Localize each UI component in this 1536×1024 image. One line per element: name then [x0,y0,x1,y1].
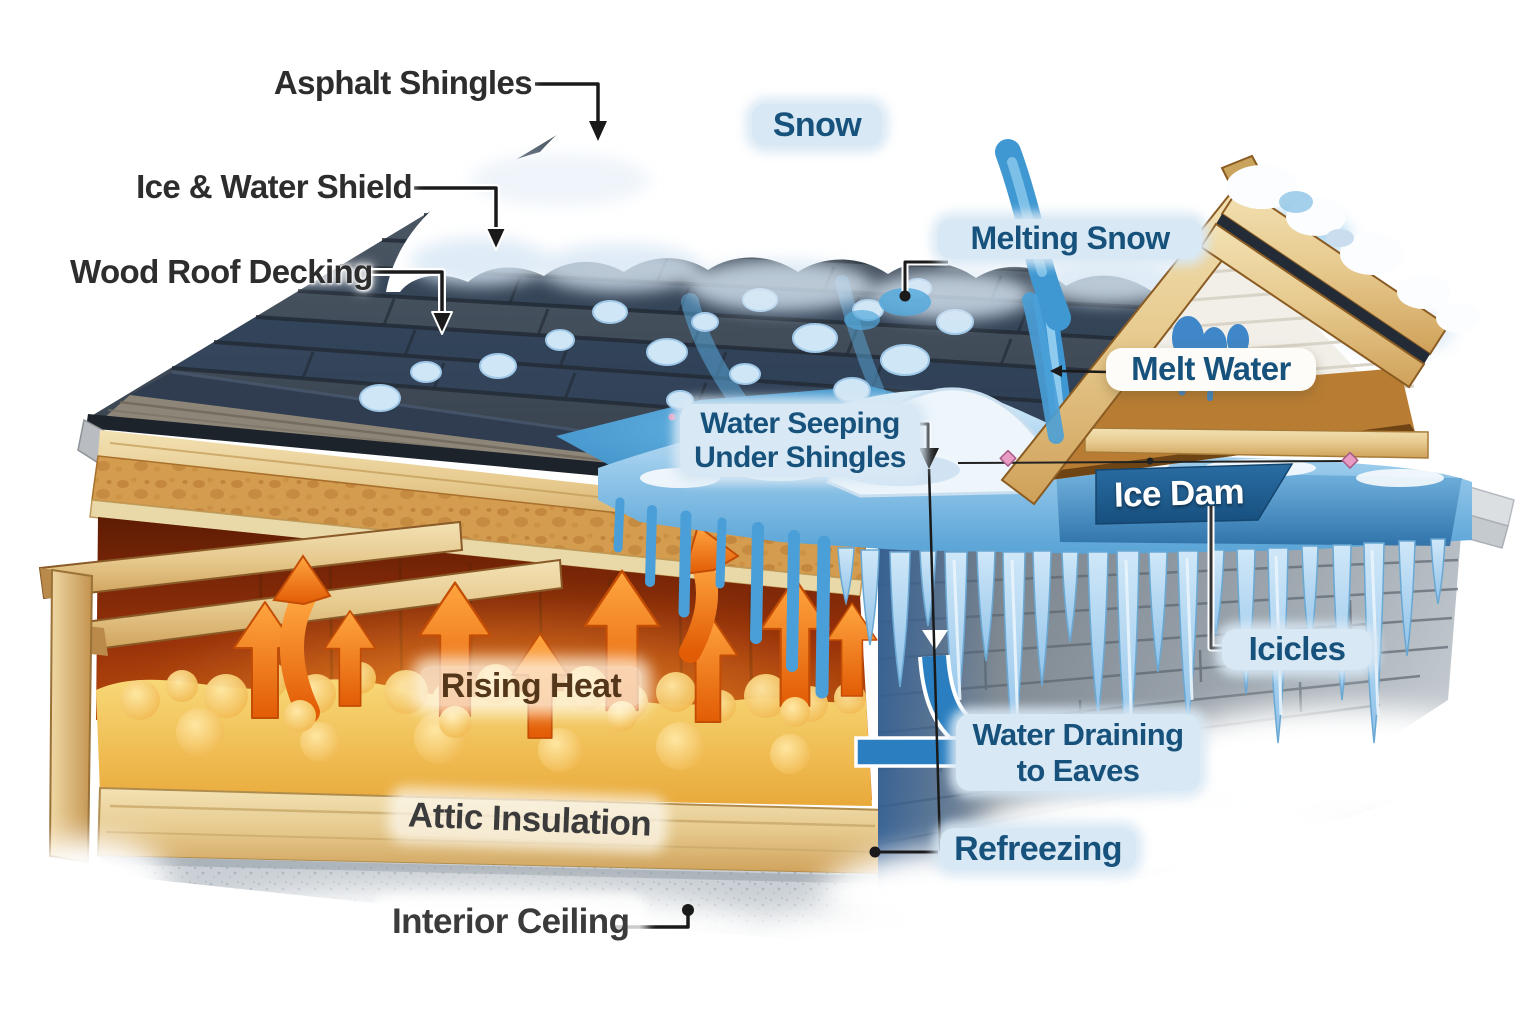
ice-water-shield-membrane [130,372,700,462]
label-water-draining-to-eaves: Water Draining to Eaves [956,714,1200,792]
label-water-seeping-under-shingles: Water Seeping Under Shingles [680,404,920,478]
label-line: Water Draining [972,717,1185,752]
label-line: Under Shingles [694,440,906,474]
label-melting-snow: Melting Snow [938,219,1202,259]
icicle-highlights [952,549,1380,741]
snow-on-gable [1226,165,1480,333]
label-refreezing: Refreezing [940,828,1136,871]
drips-over-eave [613,497,831,699]
gable-top-plate [1084,427,1429,459]
label-wood-roof-decking: Wood Roof Decking [70,253,373,290]
label-ice-dam: Ice Dam [1113,472,1245,515]
label-snow: Snow [752,104,882,147]
label-line: Water Seeping [700,407,900,440]
label-interior-ceiling: Interior Ceiling [380,901,640,943]
pin-marker [668,413,676,421]
roof-edge-strip [1216,214,1430,364]
bargeboard-right-inner [1199,222,1426,389]
label-line: to Eaves [1016,752,1140,788]
leader-lines [368,82,1359,929]
label-icicles: Icicles [1222,629,1372,670]
label-asphalt-shingles: Asphalt Shingles [273,64,533,101]
label-melt-water: Melt Water [1106,348,1316,391]
attic-interior [38,517,880,864]
label-ice-water-shield: Ice & Water Shield [136,168,412,205]
slush-chunks [359,278,974,412]
corner-post [48,568,94,864]
label-rising-heat: Rising Heat [420,666,642,707]
ice-dam-banner [1095,463,1294,525]
